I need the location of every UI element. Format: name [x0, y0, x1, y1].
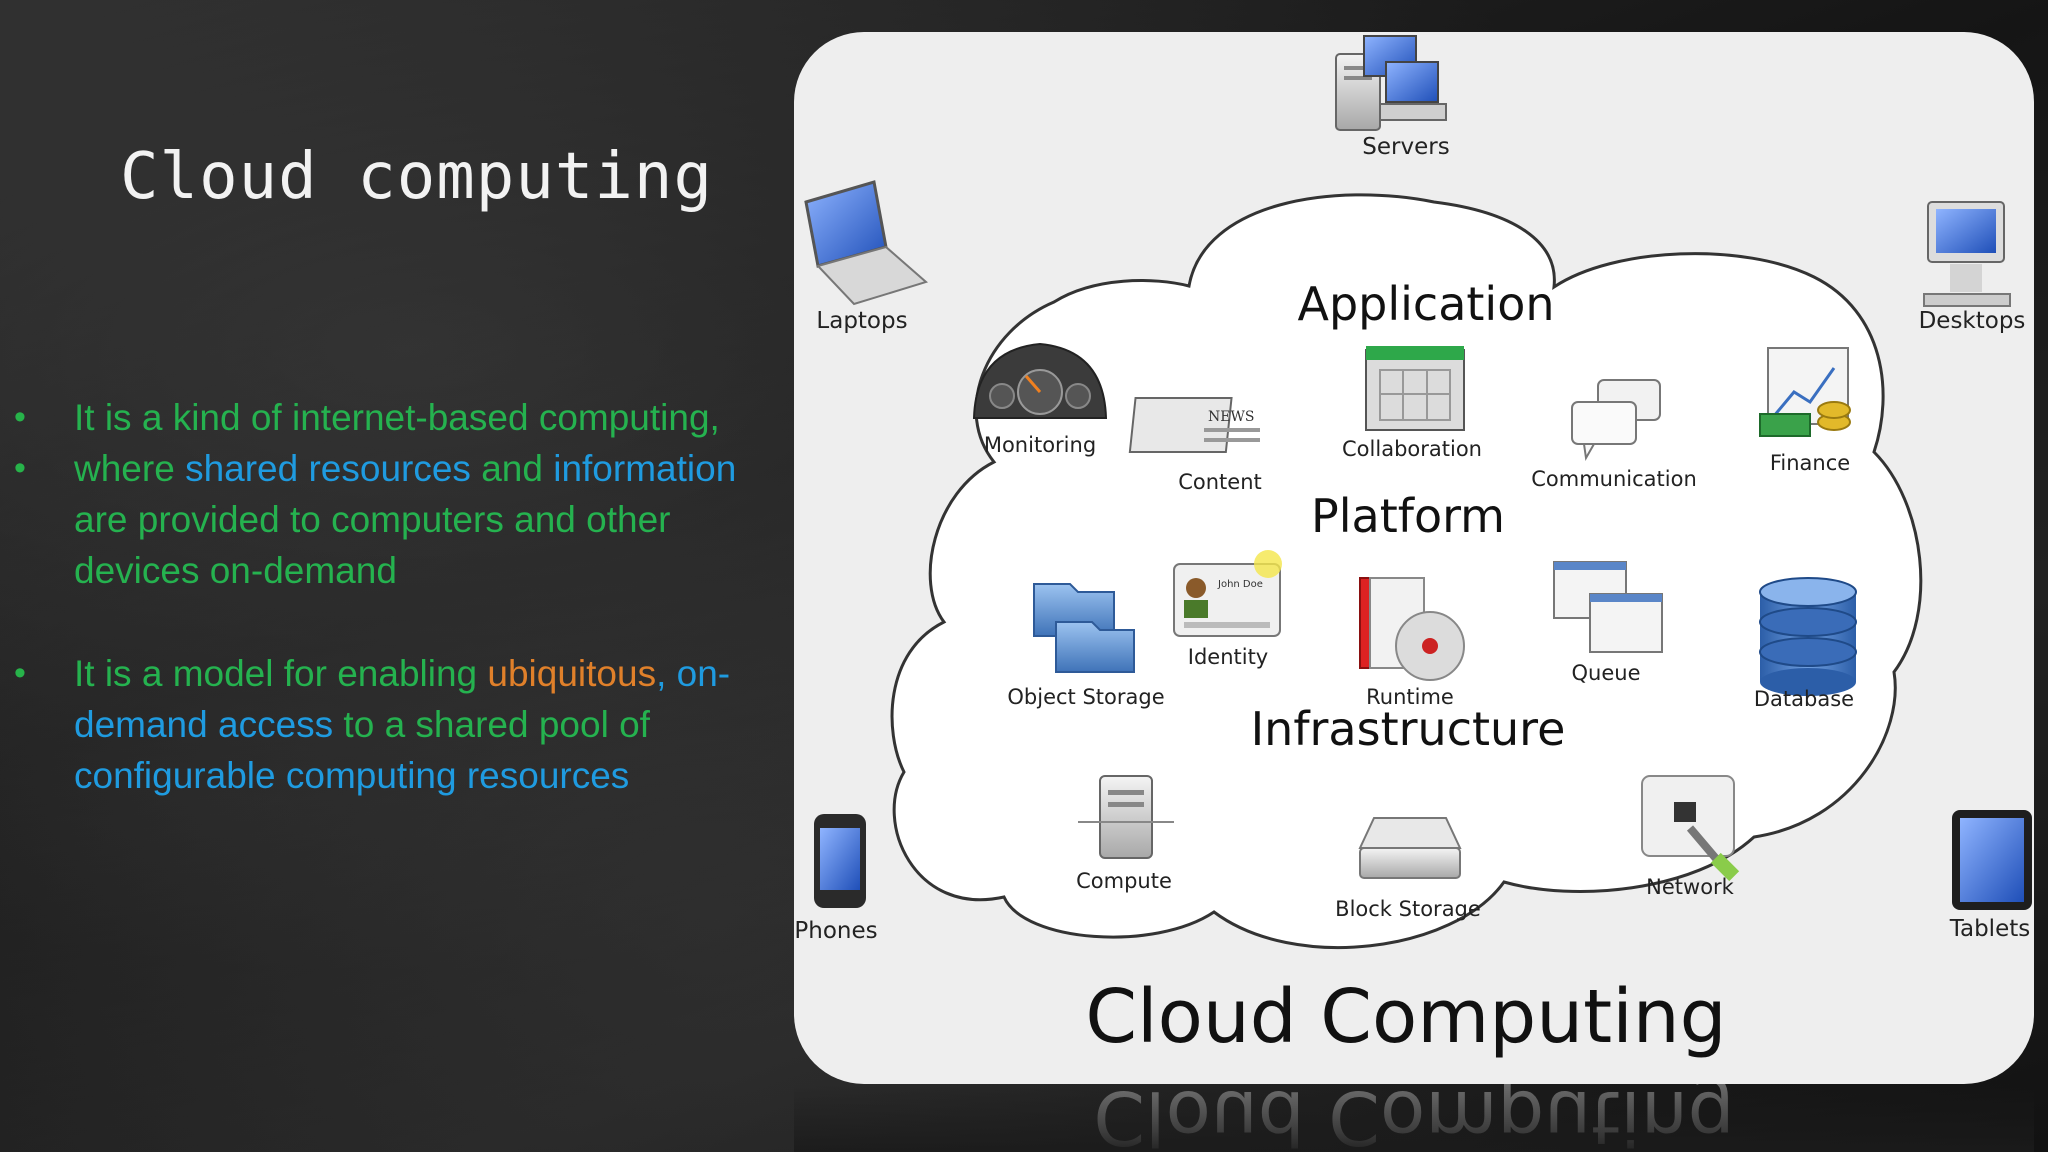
- queue-icon: [1553, 561, 1663, 653]
- bullet-item-3: • It is a model for enabling ubiquitous,…: [14, 648, 794, 801]
- label-database: Database: [1754, 687, 1854, 711]
- label-phones: Phones: [794, 918, 877, 944]
- label-block-storage: Block Storage: [1335, 897, 1481, 921]
- bullet-item-2: • where shared resources and information…: [14, 443, 794, 596]
- runtime-icon: [1359, 577, 1465, 681]
- label-tablets: Tablets: [1949, 916, 2030, 942]
- label-identity: Identity: [1188, 645, 1268, 669]
- block-storage-icon: [1358, 817, 1462, 879]
- label-content: Content: [1178, 470, 1262, 494]
- compute-icon: [1078, 775, 1174, 859]
- cloud-outline: [890, 193, 1923, 949]
- bullet-marker: •: [14, 654, 26, 692]
- text-run: shared resources: [185, 448, 471, 489]
- label-monitoring: Monitoring: [984, 433, 1096, 457]
- text-run: ,: [656, 653, 677, 694]
- bullet-marker: •: [14, 398, 26, 436]
- text-run: configurable computing resources: [74, 755, 630, 796]
- id-card-icon: John Doe: [1173, 550, 1282, 637]
- network-port-icon: [1641, 775, 1740, 882]
- bullet-line: configurable computing resources: [74, 750, 794, 801]
- content-icon: NEWS: [1128, 397, 1260, 453]
- bullet-line: are provided to computers and other: [74, 494, 794, 545]
- chat-bubbles-icon: [1571, 379, 1661, 462]
- news-text: NEWS: [1208, 409, 1254, 425]
- label-runtime: Runtime: [1366, 685, 1454, 709]
- label-servers: Servers: [1362, 134, 1449, 160]
- bullet-item-1: • It is a kind of internet-based computi…: [14, 392, 794, 443]
- text-run: where: [74, 448, 186, 489]
- label-communication: Communication: [1531, 467, 1697, 491]
- text-run: demand access: [74, 704, 334, 745]
- cloud-diagram-panel: Application Platform Infrastructure Serv…: [794, 32, 2034, 1084]
- finance-icon: [1759, 347, 1851, 437]
- bullet-list: • It is a kind of internet-based computi…: [14, 392, 794, 801]
- text-run: devices on-demand: [74, 550, 397, 591]
- text-run: are provided to computers and other: [74, 499, 671, 540]
- label-queue: Queue: [1572, 661, 1641, 685]
- label-network: Network: [1646, 875, 1735, 899]
- cloud-diagram: Application Platform Infrastructure Serv…: [794, 35, 2032, 1060]
- text-run: It is a model for enabling: [74, 653, 488, 694]
- bullet-line: It is a model for enabling ubiquitous, o…: [74, 648, 794, 699]
- layer-infrastructure-title: Infrastructure: [1251, 702, 1566, 756]
- bullet-line: devices on-demand: [74, 545, 794, 596]
- label-desktops: Desktops: [1919, 308, 2026, 334]
- database-icon: [1759, 577, 1857, 696]
- title-reflection: Cloud Computing: [794, 1084, 2034, 1152]
- tablet-icon: [1952, 810, 2032, 910]
- text-run: It is a kind of internet-based computing…: [74, 397, 720, 438]
- text-run: information: [553, 448, 737, 489]
- id-name-text: John Doe: [1217, 579, 1263, 590]
- bullet-line: demand access to a shared pool of: [74, 699, 794, 750]
- label-compute: Compute: [1076, 869, 1172, 893]
- label-collaboration: Collaboration: [1342, 437, 1482, 461]
- laptop-icon: [804, 180, 929, 306]
- layer-application-title: Application: [1297, 277, 1554, 331]
- slide-title: Cloud computing: [120, 140, 713, 214]
- phone-icon: [814, 814, 866, 908]
- label-finance: Finance: [1770, 451, 1850, 475]
- text-run: on-: [676, 653, 731, 694]
- label-object-storage: Object Storage: [1007, 685, 1164, 709]
- bullet-line: where shared resources and information: [74, 443, 794, 494]
- text-run: and: [470, 448, 554, 489]
- text-run: ubiquitous: [487, 653, 657, 694]
- monitoring-icon: [972, 342, 1108, 419]
- layer-platform-title: Platform: [1311, 489, 1505, 543]
- servers-icon: [1335, 35, 1447, 131]
- folder-icon: [1033, 583, 1135, 673]
- desktop-icon: [1923, 201, 2011, 307]
- text-run: to a shared pool of: [333, 704, 650, 745]
- label-laptops: Laptops: [816, 308, 907, 334]
- bullet-marker: •: [14, 449, 26, 487]
- diagram-title: Cloud Computing: [1085, 974, 1726, 1060]
- bullet-line: It is a kind of internet-based computing…: [74, 392, 794, 443]
- calendar-icon: [1365, 346, 1465, 431]
